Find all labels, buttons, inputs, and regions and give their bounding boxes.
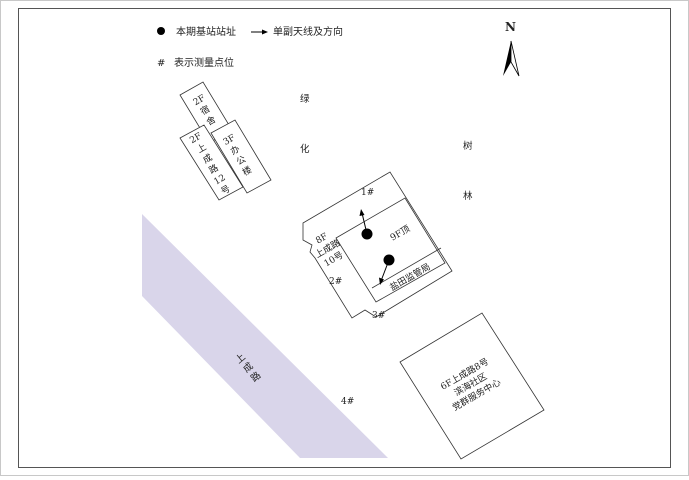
legend-arrow-icon (251, 29, 268, 35)
building-office: 3F 办 公 楼 (210, 119, 272, 194)
measure-point-3: 3# (372, 311, 385, 321)
base-station-2 (379, 254, 395, 285)
greenery-label-2: 化 (300, 143, 310, 155)
measure-point-4: 4# (341, 397, 354, 407)
measure-point-1: 1# (361, 188, 374, 198)
no12-line4: 12 (213, 173, 228, 187)
building-no12: 2F 上 成 路 12 号 (179, 124, 244, 201)
map-border (18, 8, 671, 468)
antenna-direction-icon (361, 212, 368, 235)
building-main-complex: 8F 上成路 10号 9F顶 盐田监管局 (302, 171, 453, 319)
base-station-1 (359, 209, 373, 240)
legend-site-dot-icon (157, 27, 165, 35)
antenna-direction-icon (380, 259, 390, 282)
north-label: N (505, 20, 516, 34)
legend-antenna-label: 单副天线及方向 (273, 25, 343, 38)
forest-label-1: 树 (463, 140, 473, 152)
legend: 本期基站站址 单副天线及方向 # 表示测量点位 (157, 25, 343, 69)
legend-site-label: 本期基站站址 (176, 25, 236, 38)
forest-label-2: 林 (463, 190, 473, 202)
legend-point-label: 表示测量点位 (174, 56, 234, 69)
roof-outline (335, 197, 446, 303)
road-band (142, 214, 388, 458)
salt-office-divider (371, 247, 442, 289)
greenery-label-1: 绿 (300, 93, 310, 105)
legend-point-symbol: # (157, 58, 165, 69)
measure-point-2: 2# (329, 277, 342, 287)
north-compass-icon: N (503, 20, 520, 77)
building-service-center: 6F上成路8号 滨海社区 党群服务中心 (399, 312, 545, 460)
